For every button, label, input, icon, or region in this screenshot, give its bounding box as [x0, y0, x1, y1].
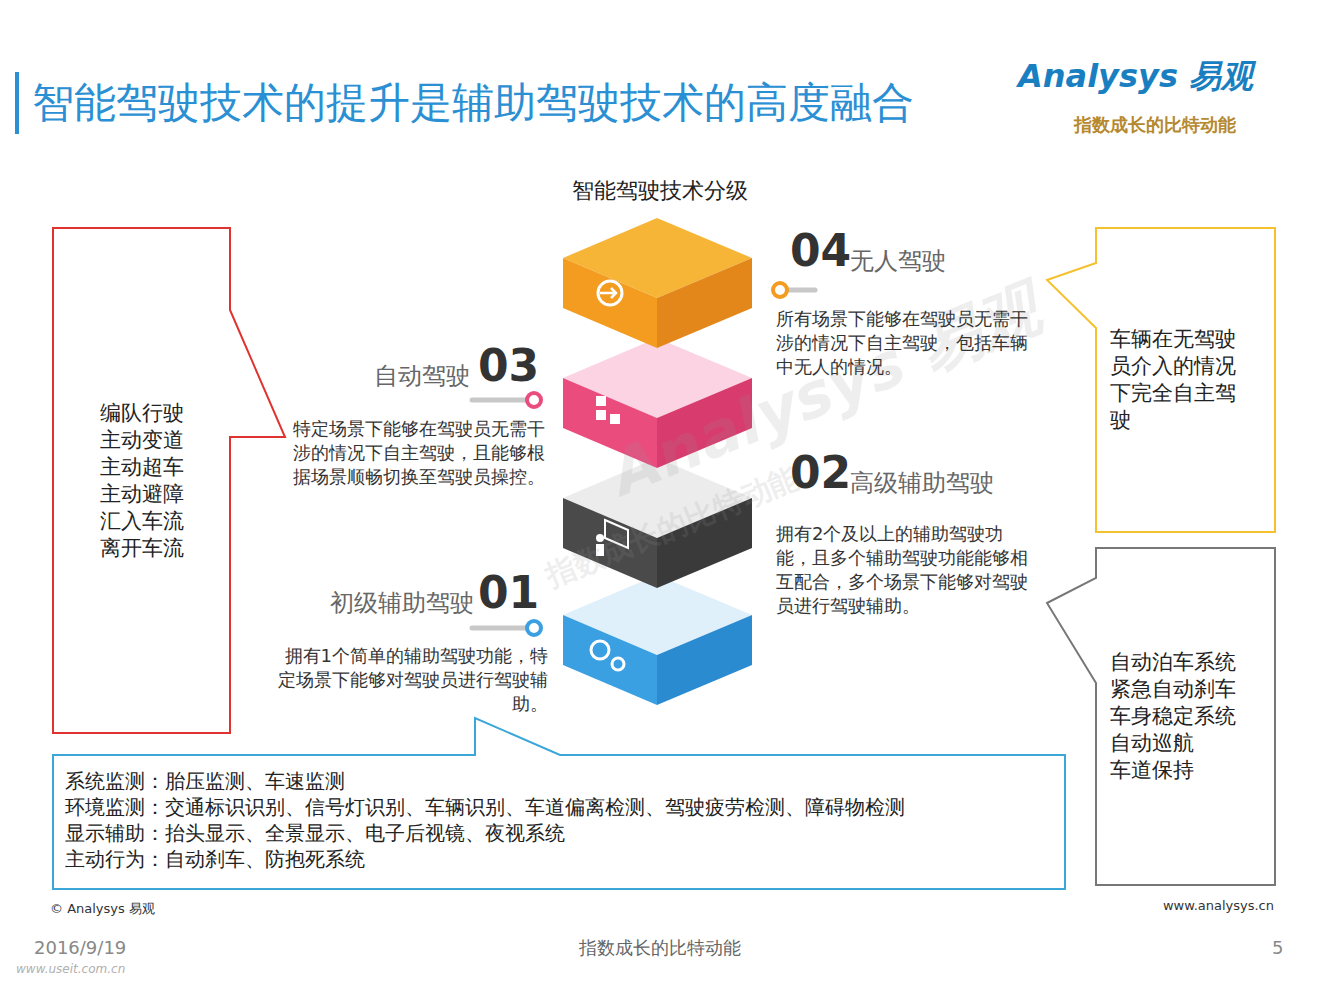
level-name: 自动驾驶 — [360, 361, 470, 391]
callout-outline — [1096, 228, 1275, 532]
callout-border — [1047, 228, 1275, 532]
callout-text: 汇入车流 — [100, 508, 184, 535]
callout-text: 主动避障 — [100, 481, 184, 508]
level-name: 初级辅助驾驶 — [314, 588, 474, 618]
title-bar — [15, 72, 19, 134]
footer-slogan: 指数成长的比特动能 — [579, 936, 741, 959]
callout-text: 自动巡航 — [1110, 730, 1194, 757]
callout-border — [53, 228, 285, 733]
callout-border — [1047, 548, 1275, 885]
callout-text: 车身稳定系统 — [1110, 703, 1236, 730]
level-name: 高级辅助驾驶 — [850, 468, 994, 498]
callout-border — [53, 718, 1065, 889]
level-number: 03 — [478, 341, 539, 391]
callout-text: 自动泊车系统 — [1110, 649, 1236, 676]
callout-outline — [53, 228, 230, 733]
level-description: 所有场景下能够在驾驶员无需干涉的情况下自主驾驶，包括车辆中无人的情况。 — [776, 307, 1028, 379]
callout-text: 主动超车 — [100, 454, 184, 481]
level-number: 04 — [790, 226, 851, 276]
page-number: 5 — [1272, 936, 1283, 959]
cube-level-4 — [563, 218, 752, 348]
level-description: 特定场景下能够在驾驶员无需干涉的情况下自主驾驶，且能够根据场景顺畅切换至驾驶员操… — [293, 417, 545, 489]
source-watermark: www.useit.com.cn — [16, 962, 125, 977]
date: 2016/9/19 — [34, 936, 126, 959]
level-number: 02 — [790, 448, 851, 498]
callout-box: 编队行驶主动变道主动超车主动避障汇入车流离开车流 — [53, 228, 230, 733]
callout-text: 车辆在无驾驶员介入的情况下完全自主驾驶 — [1110, 326, 1242, 434]
callout-box: 车辆在无驾驶员介入的情况下完全自主驾驶 — [1096, 228, 1275, 532]
level-description: 拥有2个及以上的辅助驾驶功能，且多个辅助驾驶功能能够相互配合，多个场景下能够对驾… — [776, 522, 1028, 618]
website: www.analysys.cn — [1074, 898, 1274, 914]
callout-text: 环境监测：交通标识识别、信号灯识别、车辆识别、车道偏离检测、驾驶疲劳检测、障碍物… — [65, 794, 905, 820]
callout-box: 自动泊车系统紧急自动刹车车身稳定系统自动巡航车道保持 — [1096, 548, 1275, 885]
callout-text: 离开车流 — [100, 535, 184, 562]
callout-box: 系统监测：胎压监测、车速监测环境监测：交通标识识别、信号灯识别、车辆识别、车道偏… — [53, 755, 1065, 889]
callout-text: 系统监测：胎压监测、车速监测 — [65, 768, 345, 794]
level-description: 拥有1个简单的辅助驾驶功能，特定场景下能够对驾驶员进行驾驶辅助。 — [278, 644, 548, 716]
level-name: 无人驾驶 — [850, 246, 946, 276]
callout-text: 紧急自动刹车 — [1110, 676, 1236, 703]
callout-text: 主动行为：自动刹车、防抱死系统 — [65, 846, 365, 872]
page-title: 智能驾驶技术的提升是辅助驾驶技术的高度融合 — [32, 76, 914, 130]
logo-text: Analysys 易观 — [1018, 56, 1253, 96]
callout-text: 显示辅助：抬头显示、全景显示、电子后视镜、夜视系统 — [65, 820, 565, 846]
callout-text: 车道保持 — [1110, 757, 1194, 784]
chart-heading: 智能驾驶技术分级 — [572, 177, 748, 205]
copyright: © Analysys 易观 — [50, 901, 155, 917]
callout-text: 编队行驶 — [100, 400, 184, 427]
level-number: 01 — [478, 568, 539, 618]
cube-level-1 — [563, 575, 752, 705]
logo-tagline: 指数成长的比特动能 — [1074, 113, 1236, 136]
callout-text: 主动变道 — [100, 427, 184, 454]
